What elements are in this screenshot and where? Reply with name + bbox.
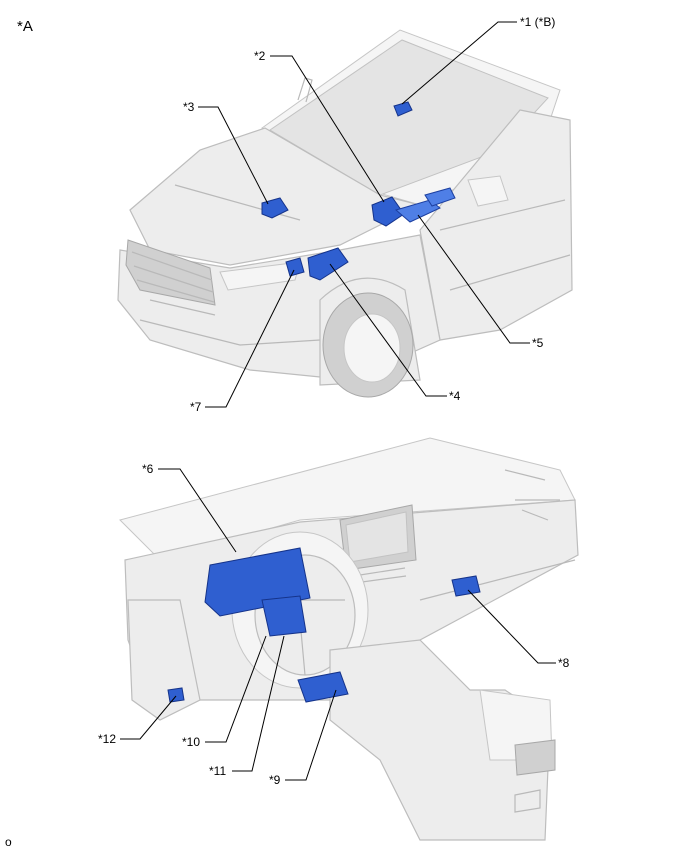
leader-lines-exterior (198, 21, 530, 408)
leader-12 (120, 695, 177, 740)
leader-lines-interior (120, 468, 556, 781)
callout-9: *9 (269, 773, 281, 787)
callout-3: *3 (183, 100, 195, 114)
view-label-a: *A (17, 18, 33, 35)
callout-1: *1 (*B) (520, 15, 555, 29)
instrument-panel-illustration (119, 437, 579, 841)
highlighted-parts-interior (167, 547, 481, 703)
part-2-5-steering-assembly (371, 187, 456, 227)
callout-8: *8 (558, 656, 570, 670)
callout-5: *5 (532, 336, 544, 350)
callout-12: *12 (98, 732, 116, 746)
callout-10: *10 (182, 735, 200, 749)
part-3-sensor (261, 197, 289, 219)
leader-6 (158, 468, 237, 553)
leader-11 (232, 635, 285, 772)
callout-6: *6 (142, 462, 154, 476)
leader-9 (285, 689, 337, 781)
callout-4: *4 (449, 389, 461, 403)
part-10-11-steering-column-parts (261, 595, 307, 637)
part-8-ecu (451, 575, 481, 597)
part-12-sensor (167, 687, 185, 703)
part-9-ecu (297, 671, 349, 703)
part-4-ecu (307, 247, 349, 281)
part-7-sensor (285, 257, 305, 277)
highlighted-parts-exterior (261, 101, 456, 281)
leader-5 (417, 214, 530, 344)
vehicle-exterior-illustration (117, 29, 573, 398)
leader-2 (270, 55, 385, 203)
callout-7: *7 (190, 400, 202, 414)
diagram-labels: *A *1 (*B) *2 *3 *4 *5 *7 *6 *8 *12 *10 … (5, 15, 570, 849)
leader-10 (205, 635, 267, 743)
leader-4 (329, 263, 447, 397)
leader-7 (205, 269, 295, 408)
leader-8 (467, 589, 556, 664)
leader-1 (401, 21, 517, 105)
footer-mark: o (5, 835, 12, 849)
leader-3 (198, 106, 269, 205)
callout-11: *11 (209, 764, 226, 778)
callout-2: *2 (254, 49, 266, 63)
